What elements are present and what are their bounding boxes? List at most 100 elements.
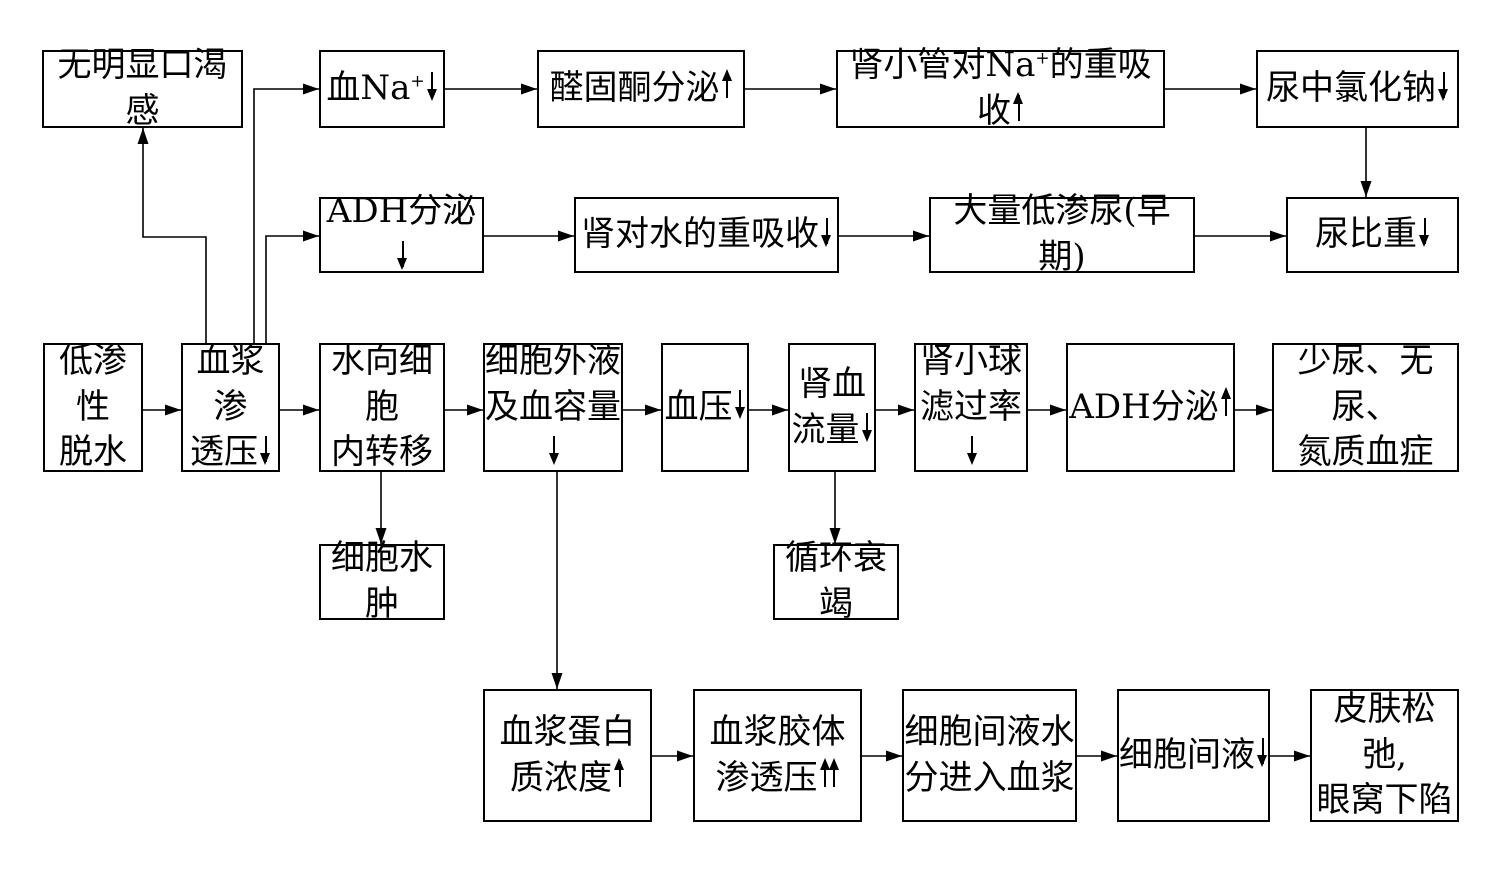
arrowhead-icon: [820, 83, 836, 95]
arrowhead-icon: [137, 128, 149, 144]
connector-n11-to-n1: [142, 128, 207, 343]
node-text: 少尿、无尿、: [1297, 340, 1434, 427]
node-n15: 肾血流量: [788, 343, 876, 472]
node-label-line-2: 滤过率: [916, 385, 1026, 477]
node-label: 少尿、无尿、氮质血症: [1274, 339, 1457, 477]
arrowhead-icon: [1294, 750, 1310, 762]
node-label-line-1: 肾小球: [916, 339, 1026, 385]
down-arrow-icon: [397, 238, 408, 270]
node-label: 循环衰竭: [775, 536, 897, 628]
arrowhead-icon: [303, 83, 319, 95]
node-text: 血Na: [326, 68, 411, 109]
arrowhead-icon: [558, 230, 574, 242]
node-text: 低渗性: [59, 340, 127, 427]
arrowhead-icon: [1360, 181, 1372, 197]
node-text: 血浆渗: [196, 340, 265, 427]
arrowhead-icon: [303, 404, 319, 416]
node-n20: 循环衰竭: [773, 538, 899, 624]
node-label: 血Na+: [326, 66, 437, 112]
connector-n11-to-n2: [253, 88, 319, 343]
node-label: 肾小球滤过率: [916, 339, 1026, 477]
arrowhead-icon: [467, 404, 483, 416]
down-arrow-icon: [1438, 69, 1449, 101]
node-n1: 无明显口渴感: [42, 45, 243, 131]
node-label: 肾小管对Na+的重吸收: [838, 43, 1163, 135]
node-text: 循环衰竭: [785, 538, 887, 624]
node-label-line-2: 透压: [183, 430, 278, 476]
node-label-line-1: 细胞外液: [485, 339, 621, 385]
node-text: 细胞间液: [1119, 734, 1255, 775]
node-label-line-1: 血浆胶体: [710, 710, 846, 756]
arrowhead-icon: [1256, 404, 1272, 416]
node-n12: 水向细胞内转移: [319, 341, 445, 472]
node-label: 醛固酮分泌: [550, 66, 733, 112]
node-label: 水向细胞内转移: [321, 339, 443, 477]
node-n11: 血浆渗透压: [181, 341, 280, 472]
node-text: 滤过率: [920, 386, 1022, 427]
down-arrow-icon: [821, 215, 832, 247]
node-label-line-2: 流量: [792, 408, 873, 454]
node-label: 血浆蛋白质浓度: [500, 710, 636, 802]
node-label-line-1: 皮肤松弛,: [1312, 687, 1457, 779]
node-n21: 血浆蛋白质浓度: [483, 689, 652, 822]
arrowhead-icon: [1050, 404, 1066, 416]
node-text: 大量低渗尿(早期): [953, 191, 1171, 277]
node-text: 细胞外液: [485, 340, 621, 381]
node-label-line-2: 氮质血症: [1274, 430, 1457, 476]
node-text: 肾小管对Na: [849, 45, 1036, 86]
node-n13: 细胞外液及血容量: [483, 341, 623, 472]
node-text: 内转移: [331, 432, 433, 473]
node-text-tail: 的重吸收: [977, 45, 1152, 131]
node-n9: 尿比重: [1286, 197, 1459, 273]
node-n17: ADH分泌: [1066, 343, 1235, 472]
node-text: 流量: [791, 409, 860, 450]
up-arrow-icon: [828, 758, 840, 790]
node-text: 氮质血症: [1297, 432, 1434, 473]
node-label: 低渗性脱水: [45, 339, 141, 477]
arrowhead-icon: [898, 404, 914, 416]
arrowhead-icon: [1101, 750, 1117, 762]
node-label: 血浆渗透压: [183, 339, 278, 477]
node-text: 肾对水的重吸收: [581, 214, 819, 255]
node-text: 渗透压: [715, 757, 818, 798]
down-arrow-icon: [260, 433, 271, 466]
node-label-line-2: 质浓度: [500, 756, 636, 802]
node-label: 血压: [665, 385, 746, 431]
node-text: 细胞间液水: [904, 711, 1075, 752]
node-text: 质浓度: [510, 757, 612, 798]
node-n22: 血浆胶体渗透压: [693, 689, 862, 822]
node-label-line-2: 脱水: [45, 430, 141, 476]
arrowhead-icon: [375, 528, 387, 544]
node-n18: 少尿、无尿、氮质血症: [1272, 341, 1459, 472]
node-label: 细胞间液水分进入血浆: [905, 710, 1075, 802]
node-label: ADH分泌: [1069, 385, 1231, 431]
down-arrow-icon: [966, 433, 978, 466]
node-label-line-1: 水向细胞: [321, 339, 443, 431]
node-label-line-2: 及血容量: [485, 385, 621, 477]
node-text: 肾血: [798, 363, 866, 404]
node-text: 皮肤松弛,: [1333, 688, 1436, 775]
node-label-line-2: 分进入血浆: [905, 756, 1075, 802]
arrowhead-icon: [521, 83, 537, 95]
node-label-line-1: 低渗性: [45, 339, 141, 431]
node-label: ADH分泌: [321, 189, 482, 281]
arrowhead-icon: [886, 750, 902, 762]
node-n19: 细胞水肿: [319, 538, 445, 624]
node-label: 血浆胶体渗透压: [710, 710, 846, 802]
superscript-charge: +: [410, 71, 425, 92]
node-text: 尿比重: [1315, 214, 1417, 255]
node-n4: 肾小管对Na+的重吸收: [836, 45, 1165, 131]
arrowhead-icon: [551, 673, 563, 689]
node-text: 血浆胶体: [709, 711, 846, 752]
node-label-line-1: 肾血: [792, 362, 873, 408]
node-label-line-1: 少尿、无尿、: [1274, 339, 1457, 431]
node-text: ADH分泌: [1069, 386, 1219, 427]
node-label: 皮肤松弛,眼窝下陷: [1312, 687, 1457, 825]
node-text: 脱水: [59, 432, 127, 473]
node-n5: 尿中氯化钠: [1256, 50, 1459, 128]
up-arrow-icon: [1220, 387, 1232, 419]
arrowhead-icon: [1240, 83, 1256, 95]
node-label: 尿比重: [1315, 212, 1430, 258]
